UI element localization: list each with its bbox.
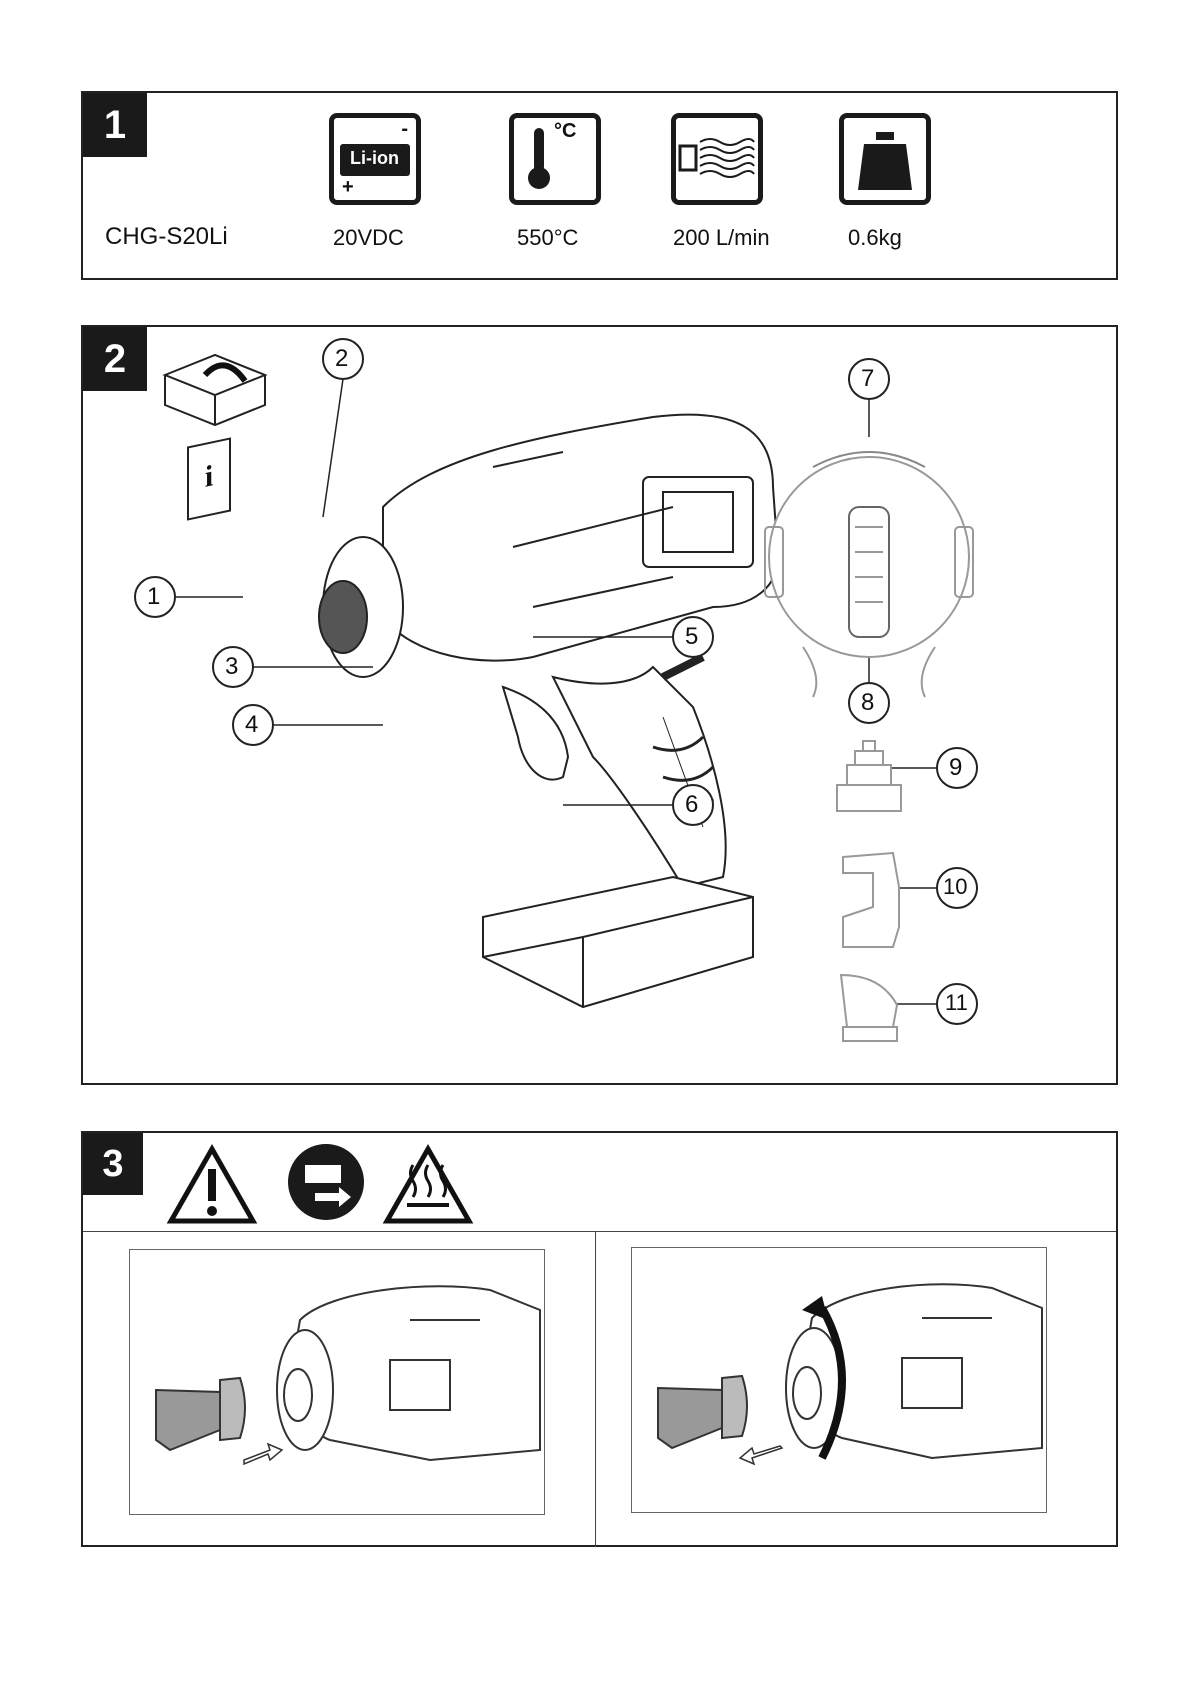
warning-icon [167,1145,257,1225]
step-remove-frame [631,1247,1047,1513]
hot-surface-icon [383,1145,473,1225]
callout-4: 4 [245,711,258,739]
section-divider [83,1231,1116,1232]
step-attach-frame [129,1249,545,1515]
parts-panel: 2 i [81,325,1118,1085]
remove-battery-icon [285,1141,367,1223]
section-number-3: 3 [83,1133,143,1195]
li-ion-battery-icon: - Li-ion + [329,113,421,205]
nozzle-11-illustration [833,967,913,1047]
callout-1: 1 [147,583,160,611]
callout-5: 5 [685,623,698,651]
callout-3: 3 [225,653,238,681]
battery-minus-sign: - [401,118,408,141]
thermometer-icon: °C [509,113,601,205]
section-number-1: 1 [83,93,147,157]
nozzle-10-illustration [833,847,913,957]
weight-value: 0.6kg [848,225,902,251]
model-name: CHG-S20Li [105,223,228,251]
weight-icon [839,113,931,205]
airflow-value: 200 L/min [673,225,770,251]
battery-label: Li-ion [350,148,399,169]
step-divider [595,1231,596,1547]
voltage-value: 20VDC [333,225,404,251]
callout-2: 2 [335,345,348,373]
assembly-panel: 3 [81,1131,1118,1547]
nozzle-9-illustration [833,737,913,817]
airflow-icon [671,113,763,205]
celsius-unit: °C [554,120,576,143]
battery-plus-sign: + [342,176,354,199]
callout-6: 6 [685,791,698,819]
spec-panel: 1 CHG-S20Li - Li-ion + 20VDC °C 550°C 20… [81,91,1118,280]
temperature-value: 550°C [517,225,578,251]
